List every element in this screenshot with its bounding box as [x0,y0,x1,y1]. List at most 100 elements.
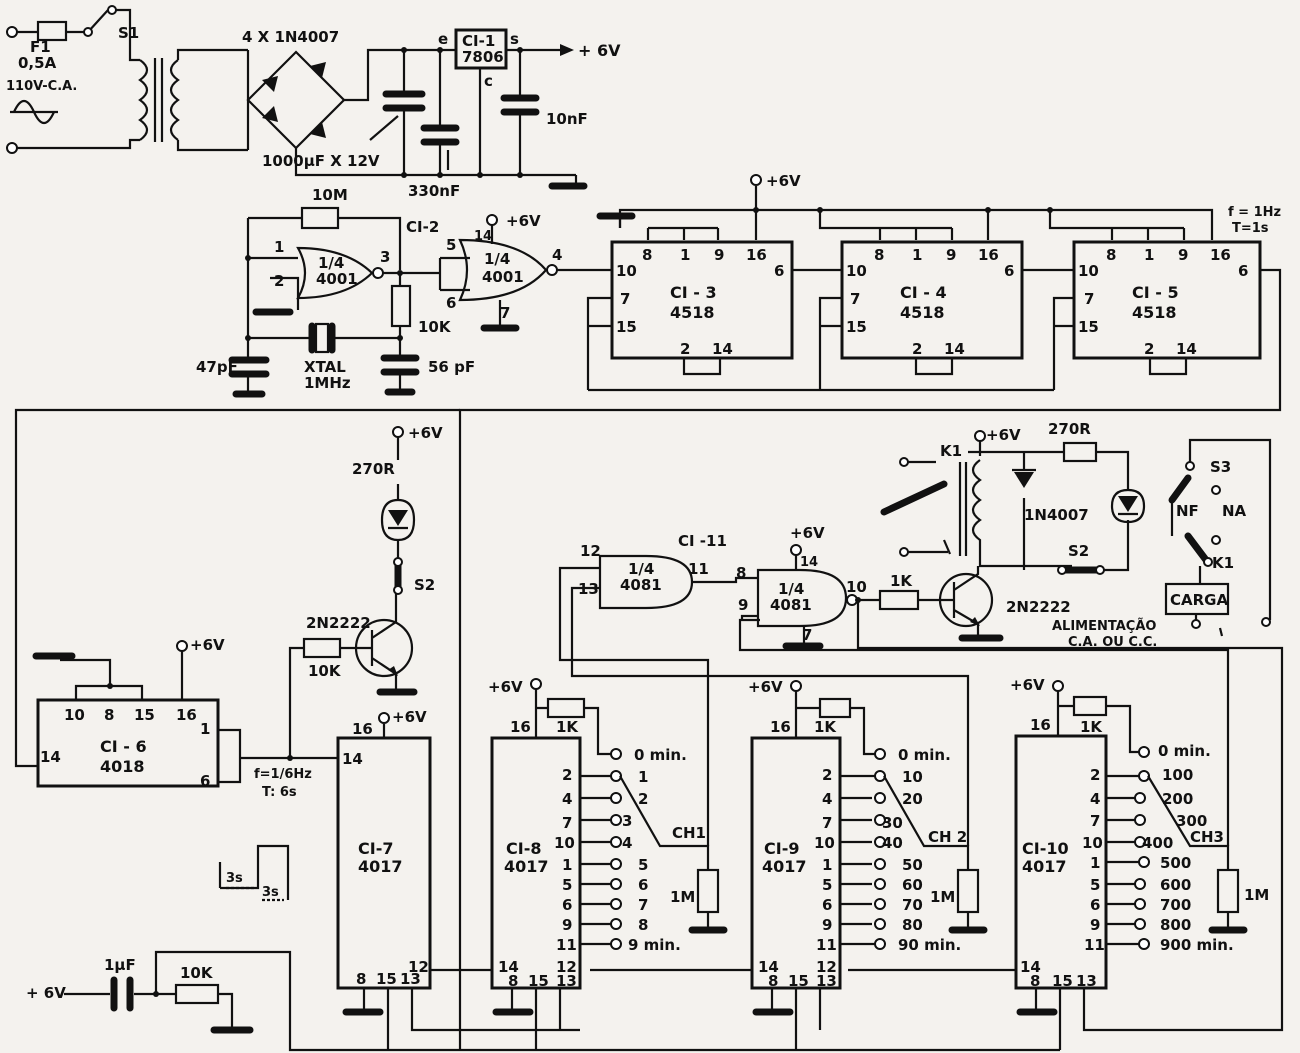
label-vcc-reset: + 6V [26,984,66,1002]
svg-text:12: 12 [556,958,577,976]
pin-14: 14 [474,229,492,244]
svg-text:7: 7 [620,290,630,308]
label-vcc-ci7: +6V [392,708,427,726]
svg-text:16: 16 [770,718,791,736]
svg-text:15: 15 [134,706,155,724]
ci6-name: CI - 6 [100,737,147,756]
power-supply-section: F1 0,5A 110V-C.A. S1 4 X 1N4007 e s c CI… [6,5,621,200]
svg-text:0 min.: 0 min. [1158,742,1211,760]
svg-text:8: 8 [1106,246,1116,264]
svg-text:15: 15 [528,972,549,990]
label-10k-led: 10K [308,662,342,680]
svg-text:6: 6 [1004,262,1014,280]
pin-4: 4 [552,246,562,264]
label-ch1: CH1 [672,824,706,842]
label-osc-10k: 10K [418,318,452,336]
svg-text:16: 16 [1030,716,1051,734]
ci7-part: 4017 [358,857,403,876]
svg-text:10: 10 [814,834,835,852]
pin-8-and: 8 [736,564,746,582]
svg-text:7: 7 [1090,812,1100,830]
label-f1-rating: 0,5A [18,54,57,72]
label-s2-relay: S2 [1068,542,1089,560]
svg-text:300: 300 [1176,812,1207,830]
label-and2-part: 4081 [770,596,812,614]
pin-14-and: 14 [800,555,818,570]
chip-ci7 [336,736,432,990]
pin-11-and: 11 [688,560,709,578]
label-ci1-part: 7806 [462,48,504,66]
label-56pf: 56 pF [428,358,475,376]
svg-text:14: 14 [498,958,519,976]
ci4-name: CI - 4 [900,283,947,302]
svg-text:400: 400 [1142,834,1173,852]
svg-text:6: 6 [1090,896,1100,914]
label-vcc-ci10: +6V [1010,676,1045,694]
svg-text:9: 9 [562,916,572,934]
svg-text:2: 2 [1090,766,1100,784]
pin-7-and: 7 [802,626,812,644]
pin-13-and: 13 [578,580,599,598]
label-k1-contact: K1 [1212,554,1234,572]
svg-text:200: 200 [1162,790,1193,808]
svg-text:6: 6 [562,896,572,914]
pin-5: 5 [446,236,456,254]
ci9-selector-contacts [874,748,886,950]
pin-10-and: 10 [846,578,867,596]
svg-text:1: 1 [822,856,832,874]
label-s2-led: S2 [414,576,435,594]
svg-text:6: 6 [200,772,210,790]
svg-text:9 min.: 9 min. [628,936,681,954]
svg-text:16: 16 [746,246,767,264]
svg-text:5: 5 [1090,876,1100,894]
svg-text:14: 14 [758,958,779,976]
label-ci2: CI-2 [406,218,439,236]
pin-7: 7 [500,304,510,322]
relay-section: 12 13 11 8 9 10 14 7 CI -11 1/4 4081 1/4… [578,420,1272,650]
label-reg-e: e [438,30,448,48]
svg-text:14: 14 [944,340,965,358]
svg-text:9: 9 [822,916,832,934]
svg-text:7: 7 [1084,290,1094,308]
label-270r-relay: 270R [1048,420,1091,438]
svg-text:16: 16 [352,720,373,738]
svg-text:14: 14 [342,750,363,768]
chip-ci9 [750,736,842,990]
divider-section: CI - 3 4518 CI - 4 4518 CI - 5 4518 +6V … [458,172,1282,1050]
svg-text:6: 6 [638,876,648,894]
label-vcc-relay: +6V [986,426,1021,444]
svg-text:90 min.: 90 min. [898,936,961,954]
label-out-6v: + 6V [578,41,621,60]
label-330nf: 330nF [408,182,460,200]
label-vcc-dividers: +6V [766,172,801,190]
label-10nf: 10nF [546,110,588,128]
chip-ci3 [610,240,794,360]
chip-ci4 [840,240,1024,360]
label-1k-relay: 1K [890,572,913,590]
label-na: NA [1222,502,1247,520]
label-1m-ch2: 1M [930,888,955,906]
svg-text:1: 1 [1144,246,1154,264]
svg-text:7: 7 [562,814,572,832]
svg-text:15: 15 [846,318,867,336]
label-vcc-ci2: +6V [506,212,541,230]
svg-text:6: 6 [822,896,832,914]
svg-text:60: 60 [902,876,923,894]
ci9-part: 4017 [762,857,807,876]
svg-text:14: 14 [1020,958,1041,976]
label-q-led: 2N2222 [306,614,371,632]
svg-text:0 min.: 0 min. [634,746,687,764]
pin-2: 2 [274,272,284,290]
chip-ci5 [1072,240,1262,360]
svg-text:8: 8 [874,246,884,264]
svg-text:1: 1 [912,246,922,264]
svg-text:1: 1 [562,856,572,874]
svg-text:16: 16 [1210,246,1231,264]
svg-text:10: 10 [64,706,85,724]
ci3-part: 4518 [670,303,715,322]
label-ci1: CI-1 [462,32,495,50]
